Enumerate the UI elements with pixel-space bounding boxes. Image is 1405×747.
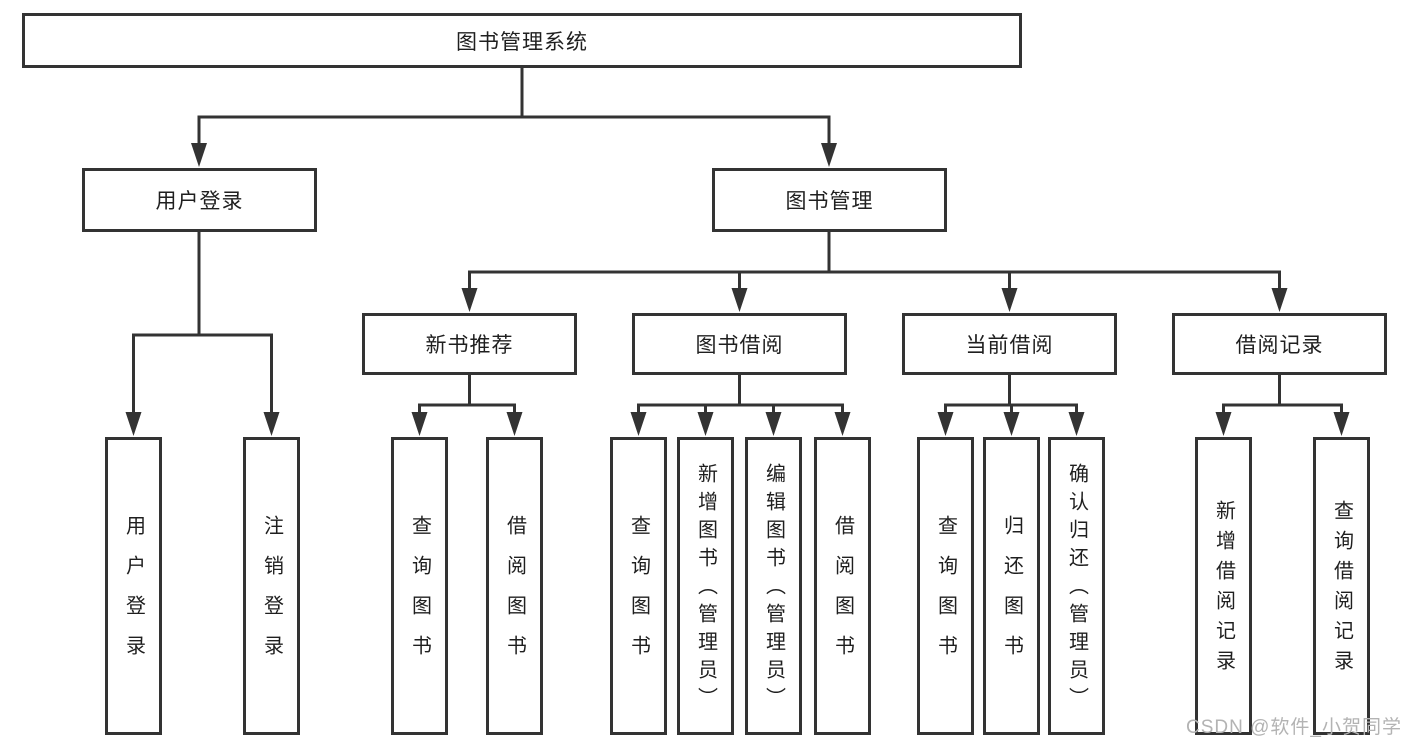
leaf-confirm-return-admin: 确认归还（管理员） [1048, 437, 1105, 735]
leaf-logout: 注销登录 [243, 437, 300, 735]
leaf-return-books-label: 归还图书 [1000, 515, 1023, 675]
node-current-borrow-label: 当前借阅 [965, 334, 1054, 357]
leaf-user-login: 用户登录 [105, 437, 162, 735]
arrowheads [125, 143, 1350, 436]
leaf-query-borrow-record: 查询借阅记录 [1313, 437, 1370, 735]
leaf-add-borrow-record: 新增借阅记录 [1195, 437, 1252, 735]
node-new-book-recommend-label: 新书推荐 [425, 334, 514, 357]
leaf-confirm-return-admin-label: 确认归还（管理员） [1065, 463, 1088, 715]
leaf-query-books-recommend: 查询图书 [391, 437, 448, 735]
leaf-return-books: 归还图书 [983, 437, 1040, 735]
leaf-logout-label: 注销登录 [260, 515, 283, 675]
node-user-login-label: 用户登录 [155, 190, 244, 213]
node-root: 图书管理系统 [22, 13, 1022, 68]
leaf-borrow-books: 借阅图书 [814, 437, 871, 735]
leaf-query-books-borrow-label: 查询图书 [627, 515, 650, 675]
leaf-edit-books-admin: 编辑图书（管理员） [745, 437, 802, 735]
node-book-borrow: 图书借阅 [632, 313, 847, 375]
leaf-query-books-recommend-label: 查询图书 [408, 515, 431, 675]
leaf-borrow-books-recommend: 借阅图书 [486, 437, 543, 735]
leaf-query-books-current: 查询图书 [917, 437, 974, 735]
leaf-add-books-admin: 新增图书（管理员） [677, 437, 734, 735]
leaf-borrow-books-recommend-label: 借阅图书 [503, 515, 526, 675]
leaf-add-books-admin-label: 新增图书（管理员） [694, 463, 717, 715]
node-book-borrow-label: 图书借阅 [695, 334, 784, 357]
leaf-add-borrow-record-label: 新增借阅记录 [1212, 500, 1235, 680]
csdn-watermark: CSDN @软件_小贺同学 [1186, 717, 1402, 738]
node-current-borrow: 当前借阅 [902, 313, 1117, 375]
node-book-management-label: 图书管理 [785, 190, 874, 213]
leaf-query-books-borrow: 查询图书 [610, 437, 667, 735]
leaf-user-login-label: 用户登录 [122, 515, 145, 675]
node-borrow-records: 借阅记录 [1172, 313, 1387, 375]
node-new-book-recommend: 新书推荐 [362, 313, 577, 375]
leaf-query-books-current-label: 查询图书 [934, 515, 957, 675]
node-book-management: 图书管理 [712, 168, 947, 232]
node-borrow-records-label: 借阅记录 [1235, 334, 1324, 357]
leaf-edit-books-admin-label: 编辑图书（管理员） [762, 463, 785, 715]
node-user-login: 用户登录 [82, 168, 317, 232]
node-root-label: 图书管理系统 [456, 30, 588, 54]
leaf-borrow-books-label: 借阅图书 [831, 515, 854, 675]
leaf-query-borrow-record-label: 查询借阅记录 [1330, 500, 1353, 680]
